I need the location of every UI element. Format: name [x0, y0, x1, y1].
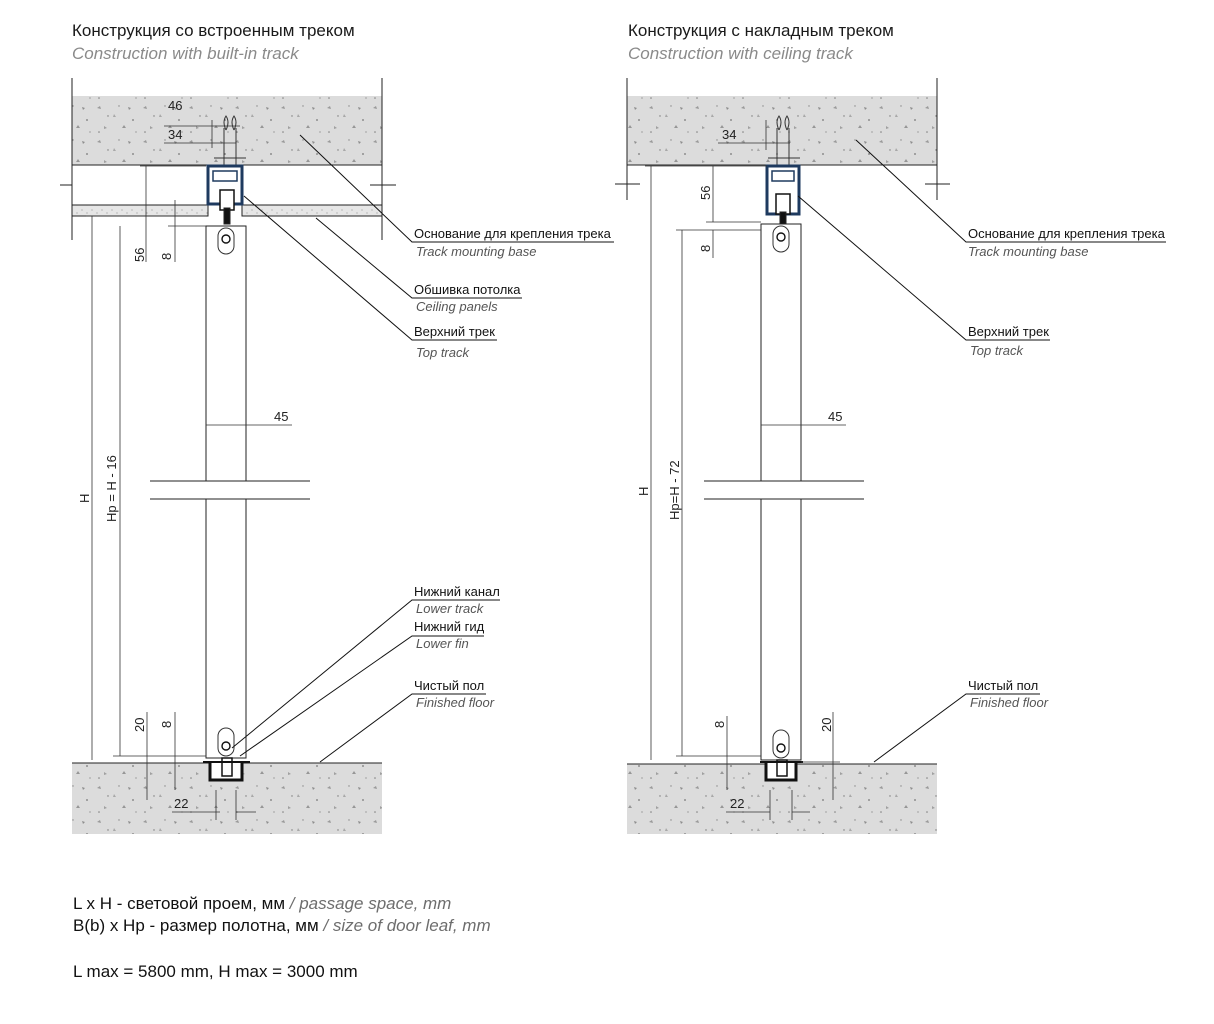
left-callout-5-en: Finished floor: [416, 695, 495, 710]
left-callout-0-en: Track mounting base: [416, 244, 536, 259]
right-dim-leaf-height: Hp=H - 72: [667, 460, 682, 520]
left-dim-top-gap: 8: [159, 253, 174, 260]
right-lower-channel: [760, 759, 803, 782]
left-ceiling-slab: [72, 96, 382, 165]
right-dim-top-inner: 34: [722, 127, 736, 142]
right-dimensions: [645, 120, 846, 820]
right-callout-1-en: Top track: [970, 343, 1024, 358]
right-drawing: [615, 78, 1166, 834]
left-dim-bottom-gap: 8: [159, 721, 174, 728]
left-ceiling-panel-right: [241, 204, 383, 217]
left-title-en: Construction with built-in track: [72, 44, 300, 63]
left-drawing: [60, 78, 614, 834]
left-dim-top-height: 56: [132, 248, 147, 262]
left-leaders: [231, 134, 614, 763]
right-leaders: [797, 139, 1166, 763]
left-dim-bottom-width: 22: [174, 796, 188, 811]
right-callout-1-ru: Верхний трек: [968, 324, 1049, 339]
right-dim-top-gap: 8: [698, 245, 713, 252]
left-callout-5-ru: Чистый пол: [414, 678, 484, 693]
right-title-en: Construction with ceiling track: [628, 44, 854, 63]
right-ceiling-slab: [627, 96, 937, 165]
right-callout-0-ru: Основание для крепления трека: [968, 226, 1166, 241]
left-dim-total-height: H: [77, 494, 92, 503]
note-leaf-size: B(b) x Hp - размер полотна, мм / size of…: [73, 915, 491, 937]
left-callout-1-ru: Обшивка потолка: [414, 282, 521, 297]
left-callout-3-en: Lower track: [416, 601, 485, 616]
right-callout-2-ru: Чистый пол: [968, 678, 1038, 693]
left-callout-4-en: Lower fin: [416, 636, 469, 651]
left-dim-top-outer: 46: [168, 98, 182, 113]
right-title-ru: Конструкция с накладным треком: [628, 21, 894, 40]
left-dimensions: [86, 120, 292, 820]
left-dim-top-inner: 34: [168, 127, 182, 142]
right-callout-2-en: Finished floor: [970, 695, 1049, 710]
note-leaf-size-en: / size of door leaf, mm: [323, 916, 491, 935]
right-dim-bottom-gap: 8: [712, 721, 727, 728]
left-title-ru: Конструкция со встроенным треком: [72, 21, 355, 40]
note-leaf-size-ru: B(b) x Hp - размер полотна, мм: [73, 916, 319, 935]
note-passage-space-ru: L x H - световой проем, мм: [73, 894, 286, 913]
left-dim-bottom-height: 20: [132, 718, 147, 732]
right-dim-bottom-height: 20: [819, 718, 834, 732]
left-dim-leaf-width: 45: [274, 409, 288, 424]
notes-block: L x H - световой проем, мм / passage spa…: [73, 893, 491, 983]
left-lower-channel: [203, 757, 250, 782]
left-callout-2-ru: Верхний трек: [414, 324, 495, 339]
right-dim-leaf-width: 45: [828, 409, 842, 424]
note-passage-space: L x H - световой проем, мм / passage spa…: [73, 893, 491, 915]
right-callout-0-en: Track mounting base: [968, 244, 1088, 259]
right-dim-bottom-width: 22: [730, 796, 744, 811]
right-dim-total-height: H: [636, 487, 651, 496]
note-max-dimensions: L max = 5800 mm, H max = 3000 mm: [73, 962, 358, 981]
right-dim-top-height: 56: [698, 186, 713, 200]
right-top-track: [765, 164, 801, 225]
left-callout-4-ru: Нижний гид: [414, 619, 485, 634]
note-passage-space-en: / passage space, mm: [289, 894, 452, 913]
left-callout-3-ru: Нижний канал: [414, 584, 500, 599]
left-ceiling-panel: [71, 204, 209, 217]
left-dim-leaf-height: Hp = H - 16: [104, 455, 119, 522]
left-callout-0-ru: Основание для крепления трека: [414, 226, 612, 241]
left-callout-1-en: Ceiling panels: [416, 299, 498, 314]
left-top-track: [206, 164, 244, 225]
left-callout-2-en: Top track: [416, 345, 470, 360]
